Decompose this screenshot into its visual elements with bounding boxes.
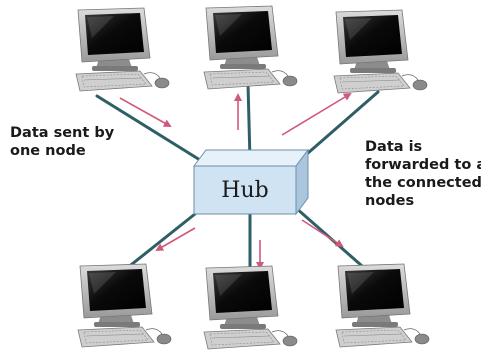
desktop-computer-icon (203, 5, 298, 90)
data-sent-annotation: Data sent by one node (10, 124, 114, 160)
cable-top-left (95, 94, 202, 162)
computer-bottom-middle (203, 265, 298, 350)
data-forwarded-line-3: the connected (365, 175, 481, 191)
desktop-computer-icon (335, 263, 430, 348)
data-sent-line-2: one node (10, 143, 86, 159)
computer-bottom-right (335, 263, 430, 348)
cable-top-middle (246, 82, 252, 162)
cable-top-right (298, 90, 380, 162)
arrow-up-right (281, 92, 352, 136)
desktop-computer-icon (77, 263, 172, 348)
desktop-computer-icon (203, 265, 298, 350)
computer-top-left (75, 7, 170, 92)
data-sent-line-1: Data sent by (10, 125, 115, 141)
arrow-down-left (155, 227, 196, 252)
hub-label: Hub (221, 178, 268, 203)
computer-bottom-left (77, 263, 172, 348)
arrow-down-right (301, 219, 344, 248)
data-forwarded-line-1: Data is (365, 139, 423, 155)
computer-top-right (333, 9, 428, 94)
data-forwarded-annotation: Data is forwarded to all the connected n… (365, 138, 481, 210)
hub-box-icon: Hub (193, 148, 309, 216)
data-forwarded-line-2: forwarded to all (365, 157, 481, 173)
data-forwarded-line-4: nodes (365, 193, 415, 209)
computer-top-middle (203, 5, 298, 90)
desktop-computer-icon (75, 7, 170, 92)
desktop-computer-icon (333, 9, 428, 94)
arrow-incoming (119, 97, 172, 127)
